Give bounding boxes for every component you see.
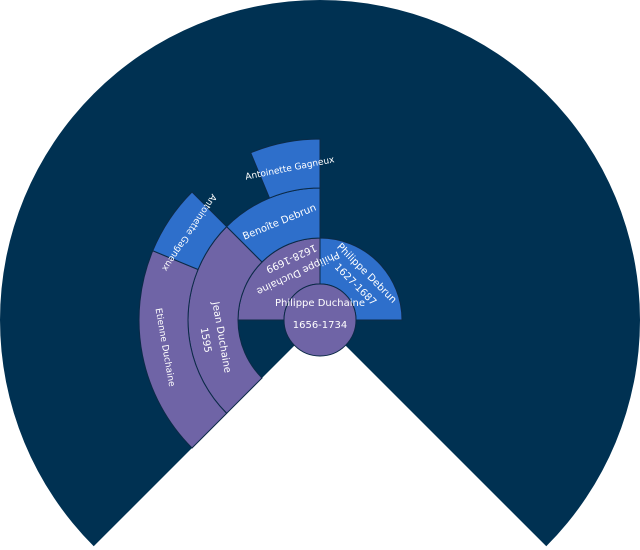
segment-great-grandmother-1[interactable]: [152, 191, 228, 271]
root-person-name: Philippe Duchaine: [275, 298, 365, 309]
segment-root-person[interactable]: [283, 283, 357, 357]
root-person-dates: 1656-1734: [293, 320, 348, 331]
root-person-label: Philippe Duchaine 1656-1734: [275, 298, 365, 331]
paternal-grandfather-dates: 1595: [198, 327, 213, 354]
segment-great-grandmother-2[interactable]: [250, 138, 321, 199]
